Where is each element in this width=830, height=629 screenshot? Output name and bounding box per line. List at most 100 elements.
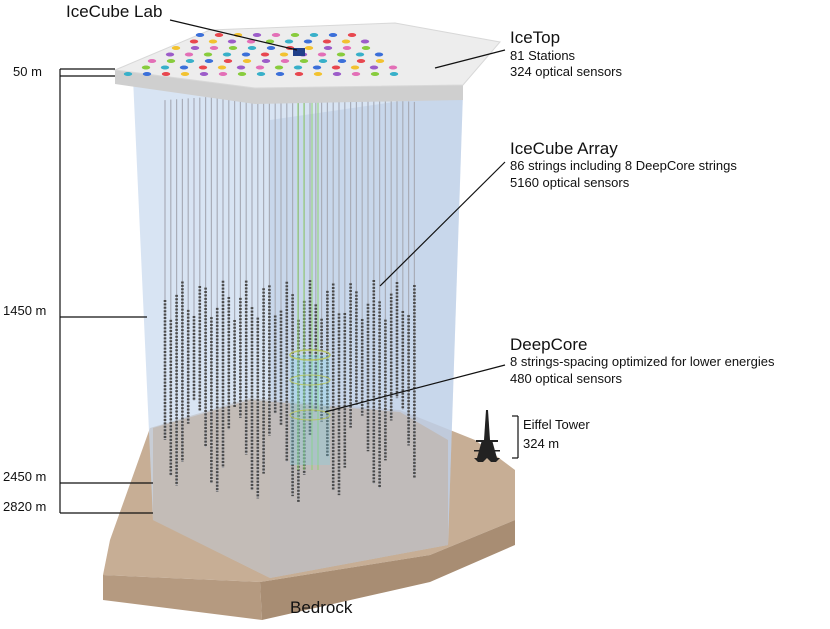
icetop-title: IceTop xyxy=(510,28,561,47)
icetop-station xyxy=(161,72,171,76)
icetop-station xyxy=(228,46,238,50)
icetop-station xyxy=(317,52,327,57)
icetop-station xyxy=(209,46,219,50)
array-strings-text: 86 strings including 8 DeepCore strings xyxy=(510,158,737,173)
icetop-station xyxy=(322,39,332,44)
deepcore-cylinder xyxy=(289,349,331,465)
depth-label-1450m: 1450 m xyxy=(3,303,47,318)
icetop-station xyxy=(246,39,256,44)
eiffel-tower-height: 324 m xyxy=(523,436,560,451)
icecube-lab-label: IceCube Lab xyxy=(66,2,163,21)
icetop-station xyxy=(141,65,151,70)
icetop-station xyxy=(309,33,319,37)
icetop-station xyxy=(179,65,189,70)
icetop-station xyxy=(223,59,233,63)
icetop-station xyxy=(370,72,380,76)
icetop-station xyxy=(198,65,208,70)
depth-scale xyxy=(59,68,153,514)
icetop-station xyxy=(180,72,190,76)
icetop-station xyxy=(147,59,157,63)
icetop-station xyxy=(260,52,270,57)
icetop-sensors-text: 324 optical sensors xyxy=(510,64,623,79)
icetop-station xyxy=(142,72,152,76)
icetop-station xyxy=(369,65,379,70)
icetop-station xyxy=(185,59,195,63)
icetop-station xyxy=(247,46,257,50)
deepcore-title: DeepCore xyxy=(510,335,588,354)
icetop-station xyxy=(275,72,285,76)
icetop-station xyxy=(328,33,338,37)
icetop-station xyxy=(312,65,322,70)
icetop-station xyxy=(350,65,360,70)
icetop-station xyxy=(271,33,281,37)
icetop-station xyxy=(160,65,170,70)
icetop-station xyxy=(284,39,294,44)
icetop-station xyxy=(252,33,262,37)
icetop-station xyxy=(256,72,266,76)
icetop-station xyxy=(195,33,205,37)
icetop-station xyxy=(236,65,246,70)
icetop-station xyxy=(203,52,213,57)
eiffel-tower-icon xyxy=(474,410,500,462)
icetop-station xyxy=(323,46,333,50)
icetop-station xyxy=(374,52,384,57)
icetop-station xyxy=(199,72,209,76)
array-title: IceCube Array xyxy=(510,139,618,158)
icetop-station xyxy=(265,39,275,44)
icetop-station xyxy=(165,52,175,57)
icetop-station xyxy=(337,59,347,63)
array-sensors-text: 5160 optical sensors xyxy=(510,175,630,190)
icetop-station xyxy=(266,46,276,50)
icetop-station xyxy=(280,59,290,63)
icetop-station xyxy=(341,39,351,44)
string-array xyxy=(163,92,416,502)
icetop-station xyxy=(190,46,200,50)
icetop-station xyxy=(171,46,181,50)
icetop-station xyxy=(237,72,247,76)
icetop-station xyxy=(294,72,304,76)
icetop-station xyxy=(389,72,399,76)
icetop-station xyxy=(208,39,218,44)
bedrock-side-right xyxy=(260,520,515,620)
icetop-station xyxy=(214,33,224,37)
icetop-station xyxy=(351,72,361,76)
icetop-station xyxy=(342,46,352,50)
icetop-station xyxy=(336,52,346,57)
icetop-station xyxy=(227,39,237,44)
icetop-station xyxy=(189,39,199,44)
icetop-stations xyxy=(123,33,399,76)
icetop-station xyxy=(332,72,342,76)
depth-label-2820m: 2820 m xyxy=(3,499,47,514)
icetop-station xyxy=(299,59,309,63)
bedrock-label: Bedrock xyxy=(290,598,353,617)
icetop-station xyxy=(290,33,300,37)
icetop-station xyxy=(261,59,271,63)
icetop-station xyxy=(331,65,341,70)
icetop-station xyxy=(355,52,365,57)
icetop-station xyxy=(375,59,385,63)
icetop-station xyxy=(347,33,357,37)
icetop-station xyxy=(279,52,289,57)
icetop-station xyxy=(242,59,252,63)
surface-slab-side xyxy=(115,70,463,104)
icetop-station xyxy=(222,52,232,57)
eiffel-tower-label: Eiffel Tower xyxy=(523,417,590,432)
deepcore-sensors-text: 480 optical sensors xyxy=(510,371,623,386)
icetop-station xyxy=(388,65,398,70)
icetop-station xyxy=(218,72,228,76)
icetop-station xyxy=(217,65,227,70)
icetop-station xyxy=(274,65,284,70)
icetop-station xyxy=(184,52,194,57)
icetop-station xyxy=(255,65,265,70)
depth-label-50m: 50 m xyxy=(13,64,42,79)
icetop-stations-text: 81 Stations xyxy=(510,48,576,63)
icetop-station xyxy=(123,72,133,76)
icetop-station xyxy=(313,72,323,76)
icetop-station xyxy=(303,39,313,44)
icetop-station xyxy=(166,59,176,63)
icetop-station xyxy=(241,52,251,57)
deepcore-spacing-text: 8 strings-spacing optimized for lower en… xyxy=(510,354,775,369)
icetop-station xyxy=(304,46,314,50)
icetop-station xyxy=(356,59,366,63)
